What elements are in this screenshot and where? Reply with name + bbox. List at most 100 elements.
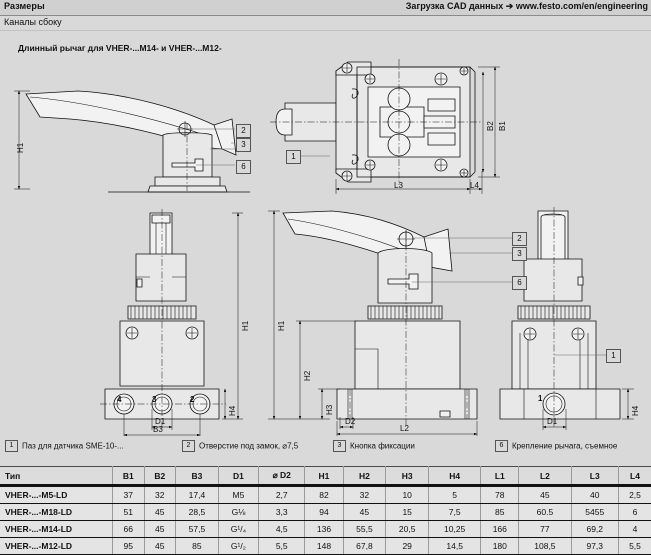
port-label-2: 2	[190, 395, 195, 404]
col-header-l1: L1	[480, 466, 520, 486]
cell-h2: 45	[343, 503, 387, 521]
cell-l4: 2,5	[618, 485, 651, 504]
view-top-left-lever	[14, 90, 250, 193]
section-subtitle: Каналы сбоку	[4, 17, 62, 27]
legend-item-2: 2 Отверстие под замок, ⌀7,5	[182, 440, 298, 452]
cell-d1: G¹/₄	[218, 520, 260, 538]
cell-h4: 7,5	[428, 503, 482, 521]
drawing-svg: .ln{stroke:#111;stroke-width:.8;fill:non…	[14, 59, 634, 436]
cell-type: VHER-...-M14-LD	[0, 520, 113, 538]
cell-l3: 5455	[571, 503, 619, 521]
cell-h4: 10,25	[428, 520, 482, 538]
cell-l4: 4	[618, 520, 651, 538]
col-header-h3: H3	[385, 466, 430, 486]
dim-label-b3: B3	[153, 425, 163, 434]
legend-box-6: 6	[495, 440, 508, 452]
cell-l2: 60.5	[518, 503, 572, 521]
cell-b2: 45	[144, 503, 177, 521]
cell-h3: 20,5	[385, 520, 430, 538]
dim-label-h2: H2	[303, 370, 312, 381]
drawing-caption: Длинный рычаг для VHER-...M14- и VHER-..…	[18, 43, 222, 53]
cell-d1: M5	[218, 485, 260, 504]
col-header-h2: H2	[343, 466, 387, 486]
dim-label-h1-center: H1	[277, 320, 286, 331]
callout-2-center: 2	[512, 232, 527, 246]
legend-box-2: 2	[182, 440, 195, 452]
cell-b2: 32	[144, 485, 177, 504]
view-mid-center-side	[268, 210, 512, 436]
cell-l4: 6	[618, 503, 651, 521]
festo-url[interactable]: www.festo.com/en/engineering	[515, 1, 648, 11]
col-header-d2: ⌀ D2	[258, 466, 306, 486]
port-label-1: 1	[538, 394, 543, 403]
legend-box-3: 3	[333, 440, 346, 452]
cell-l2: 77	[518, 520, 572, 538]
cell-h3: 29	[385, 537, 430, 555]
callout-2-top: 2	[236, 124, 251, 138]
col-header-h4: H4	[428, 466, 482, 486]
table-row: VHER-...-M18-LD 51 45 28,5 G⅛ 3,3 94 45 …	[0, 503, 651, 521]
col-header-b1: B1	[112, 466, 145, 486]
technical-drawing-area: Длинный рычаг для VHER-...M14- и VHER-..…	[0, 31, 651, 436]
col-header-l2: L2	[518, 466, 572, 486]
legend-item-1: 1 Паз для датчика SME-10-...	[5, 440, 124, 452]
cell-b1: 95	[112, 537, 145, 555]
legend-text-1: Паз для датчика SME-10-...	[22, 441, 124, 451]
legend-text-2: Отверстие под замок, ⌀7,5	[199, 441, 299, 451]
cell-d2: 5,5	[258, 537, 306, 555]
table-row: VHER-...-M5-LD 37 32 17,4 M5 2,7 82 32 1…	[0, 485, 651, 504]
col-header-l3: L3	[571, 466, 619, 486]
cell-h4: 14,5	[428, 537, 482, 555]
legend-item-3: 3 Кнопка фиксации	[333, 440, 415, 452]
dim-label-d1-right: D1	[547, 417, 558, 426]
page-header: Размеры Загрузка CAD данных ➔ www.festo.…	[0, 0, 651, 16]
port-label-3: 3	[152, 395, 157, 404]
callout-3-center: 3	[512, 247, 527, 261]
view-mid-right-rear	[499, 207, 634, 430]
cell-h1: 94	[304, 503, 344, 521]
cell-d1: G⅛	[218, 503, 260, 521]
cell-l4: 5,5	[618, 537, 651, 555]
dimensions-table-wrapper: Тип B1 B2 B3 D1 ⌀ D2 H1 H2 H3 H4 L1 L2 L…	[0, 466, 651, 555]
view-top-right-plan	[270, 59, 500, 194]
cell-h1: 82	[304, 485, 344, 504]
cad-download-link[interactable]: Загрузка CAD данных ➔ www.festo.com/en/e…	[406, 1, 648, 12]
cell-h3: 10	[385, 485, 430, 504]
arrow-right-icon: ➔	[505, 1, 514, 11]
cell-b1: 37	[112, 485, 145, 504]
table-header: Тип B1 B2 B3 D1 ⌀ D2 H1 H2 H3 H4 L1 L2 L…	[0, 466, 651, 486]
cell-d2: 3,3	[258, 503, 306, 521]
legend-box-1: 1	[5, 440, 18, 452]
cell-l3: 97,3	[571, 537, 619, 555]
cell-b2: 45	[144, 520, 177, 538]
dimensions-table: Тип B1 B2 B3 D1 ⌀ D2 H1 H2 H3 H4 L1 L2 L…	[0, 466, 651, 555]
cell-d1: G¹/₂	[218, 537, 260, 555]
col-header-b3: B3	[175, 466, 219, 486]
table-header-row: Тип B1 B2 B3 D1 ⌀ D2 H1 H2 H3 H4 L1 L2 L…	[0, 466, 651, 486]
cell-b2: 45	[144, 537, 177, 555]
table-row: VHER-...-M12-LD 95 45 85 G¹/₂ 5,5 148 67…	[0, 537, 651, 555]
view-mid-left-front	[100, 209, 243, 436]
cell-h2: 32	[343, 485, 387, 504]
callout-3-top: 3	[236, 138, 251, 152]
cell-h2: 67,8	[343, 537, 387, 555]
cell-l1: 180	[480, 537, 520, 555]
cell-l1: 85	[480, 503, 520, 521]
cell-d2: 4,5	[258, 520, 306, 538]
col-header-b2: B2	[144, 466, 177, 486]
col-header-type: Тип	[0, 466, 113, 486]
callout-1-plan: 1	[286, 150, 301, 164]
cell-b1: 66	[112, 520, 145, 538]
cell-b1: 51	[112, 503, 145, 521]
cell-d2: 2,7	[258, 485, 306, 504]
col-header-d1: D1	[218, 466, 260, 486]
callout-6-top: 6	[236, 160, 251, 174]
legend-text-3: Кнопка фиксации	[350, 441, 415, 451]
dim-label-h1-lever: H1	[16, 142, 25, 153]
col-header-l4: L4	[618, 466, 651, 486]
dim-label-b1: B1	[498, 121, 507, 131]
port-label-4: 4	[117, 395, 122, 404]
dim-label-l3: L3	[394, 181, 403, 190]
dim-label-l2: L2	[400, 424, 409, 433]
cell-b3: 28,5	[175, 503, 219, 521]
